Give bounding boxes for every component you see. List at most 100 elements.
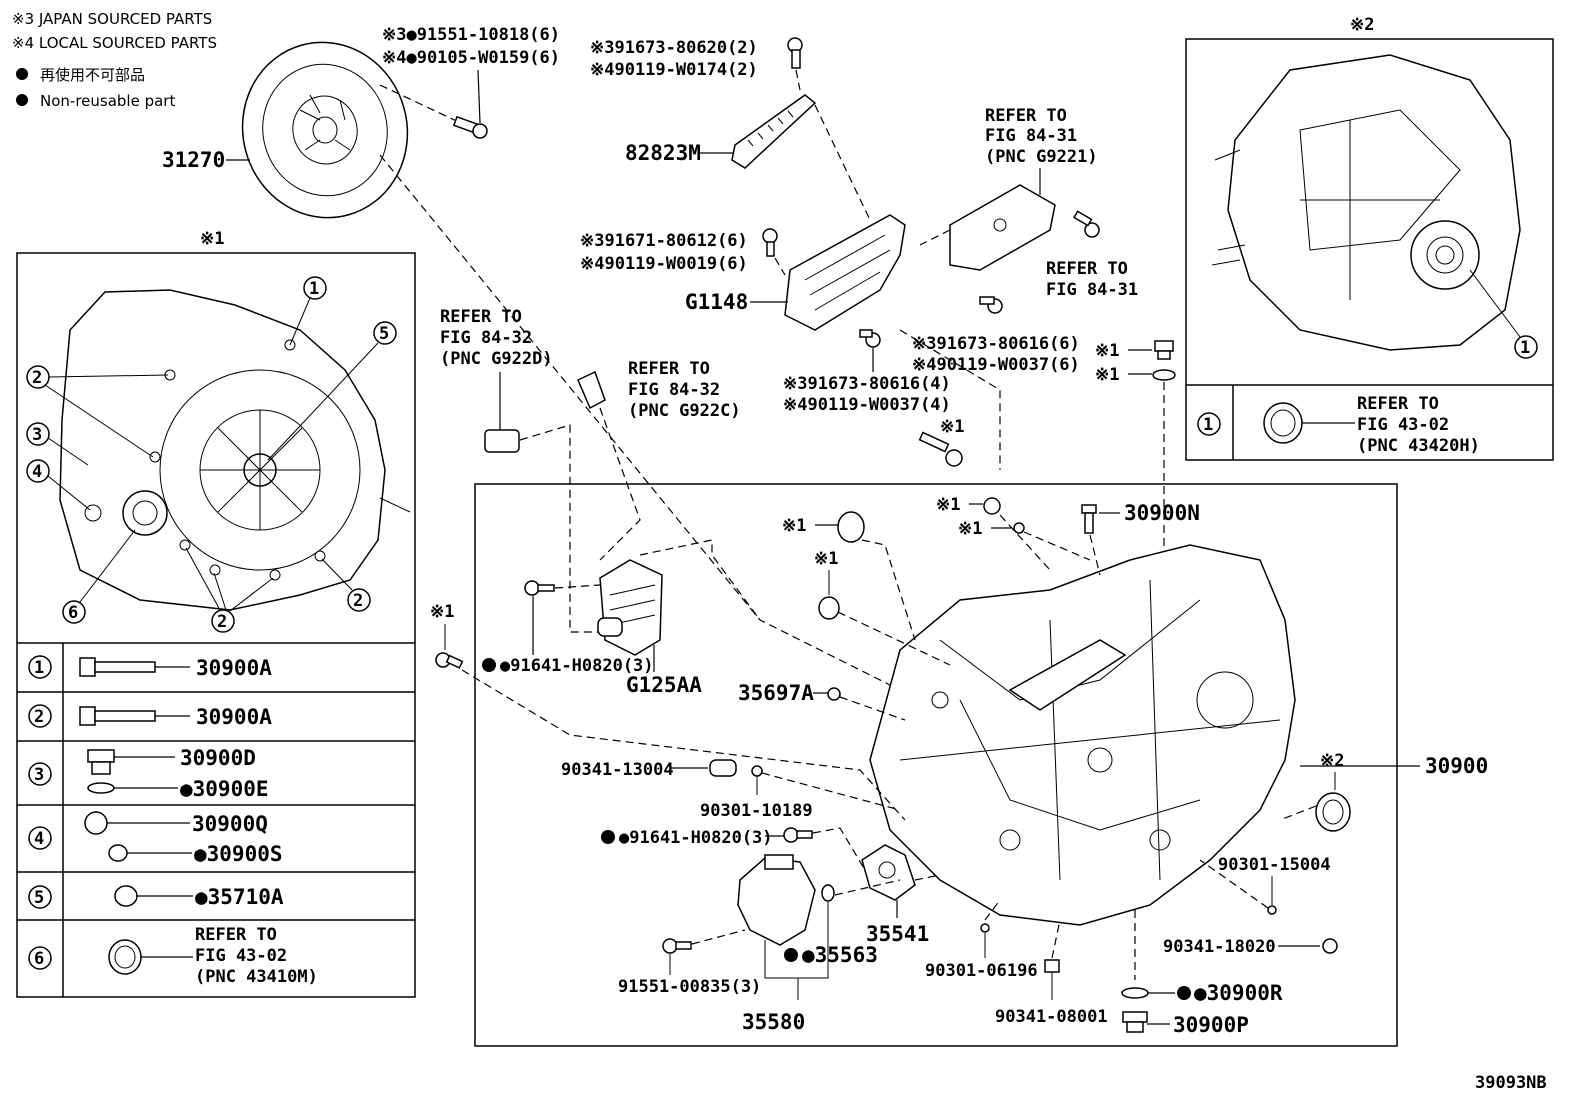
bullet-icon — [16, 94, 28, 106]
label-90341-13004: 90341-13004 — [561, 760, 674, 780]
svg-text:6: 6 — [68, 603, 78, 623]
label-82823m: 82823M — [625, 141, 701, 165]
legend: ※3 JAPAN SOURCED PARTS ※4 LOCAL SOURCED … — [12, 10, 217, 110]
label-35563: ●35563 — [802, 943, 878, 967]
o-ring-icon — [821, 884, 835, 902]
gasket-icon — [1121, 987, 1149, 999]
label-35710a: ●35710A — [195, 885, 284, 909]
svg-text:5: 5 — [379, 324, 389, 344]
oil-cooler-g125aa-drawing — [597, 559, 663, 656]
label-refer-g9221-2: FIG 84-31 — [985, 126, 1077, 146]
label-91641-h0820-a: ●91641-H0820(3) — [500, 656, 654, 676]
bolt-icon — [918, 431, 963, 467]
row-number: 4 — [34, 829, 44, 849]
transaxle-case-drawing — [1211, 54, 1521, 351]
bolt-icon — [524, 580, 555, 596]
valve-body-g1148-drawing — [784, 214, 906, 331]
label-refer-g922c-2: FIG 84-32 — [628, 380, 720, 400]
marker-1: ※1 — [430, 602, 454, 622]
plug-icon — [709, 759, 737, 777]
row-number: 5 — [34, 888, 44, 908]
marker-1: ※1 — [936, 495, 960, 515]
inset1-table: 1 30900A 2 30900A 3 30900D ●30900E 4 309… — [17, 642, 415, 997]
gasket-icon — [1013, 522, 1025, 534]
label-refer-43410m-1: REFER TO — [195, 925, 277, 945]
marker-1: ※1 — [782, 516, 806, 536]
label-bolt-90119-W0037-4: ※490119-W0037(4) — [783, 395, 951, 415]
svg-text:2: 2 — [32, 368, 42, 388]
label-refer-g922c-1: REFER TO — [628, 359, 710, 379]
row-number: 1 — [1203, 415, 1213, 435]
label-bolt-91551: ※3●91551-10818(6) — [382, 25, 560, 45]
inset1-marker: ※1 — [200, 229, 224, 249]
label-30900a: 30900A — [196, 705, 272, 729]
clutch-cover-drawing — [241, 41, 409, 219]
row-number: 6 — [34, 949, 44, 969]
label-refer-43420h-1: REFER TO — [1357, 394, 1439, 414]
label-g1148: G1148 — [685, 290, 748, 314]
label-30900q: 30900Q — [192, 812, 268, 836]
svg-text:1: 1 — [309, 279, 319, 299]
label-refer-8431-2: FIG 84-31 — [1046, 280, 1138, 300]
diagram-code: 39093NB — [1475, 1073, 1547, 1093]
label-30900n: 30900N — [1124, 501, 1200, 525]
label-bolt-91671: ※391671-80612(6) — [580, 231, 748, 251]
plug-icon — [87, 749, 115, 775]
inset2-box — [1185, 38, 1554, 461]
inset1-box — [16, 252, 416, 998]
label-90341-18020: 90341-18020 — [1163, 937, 1276, 957]
bolt-icon — [1081, 504, 1097, 534]
oil-seal-icon — [1263, 402, 1303, 444]
label-35580: 35580 — [742, 1010, 805, 1034]
svg-text:2: 2 — [217, 612, 227, 632]
plug-icon — [1322, 938, 1338, 954]
bolt-icon — [783, 827, 813, 843]
label-bolt-90119-W0174: ※490119-W0174(2) — [590, 60, 758, 80]
bullet-icon — [16, 68, 28, 80]
label-bolt-91673-80620: ※391673-80620(2) — [590, 38, 758, 58]
bolt-icon — [662, 938, 692, 954]
label-30900e: ●30900E — [180, 777, 269, 801]
legend-nonreuse-jp: 再使用不可部品 — [40, 66, 145, 84]
label-refer-43410m-2: FIG 43-02 — [195, 946, 287, 966]
marker-1: ※1 — [1095, 341, 1119, 361]
gasket-icon — [1152, 369, 1176, 381]
bolt-icon — [762, 228, 778, 257]
label-31270: 31270 — [162, 148, 225, 172]
bolt-icon — [787, 37, 803, 69]
label-35541: 35541 — [866, 922, 929, 946]
label-30900: 30900 — [1425, 754, 1488, 778]
row-number: 3 — [34, 765, 44, 785]
label-bolt-90105: ※4●90105-W0159(6) — [382, 48, 560, 68]
drain-plug-icon — [1154, 340, 1174, 360]
row-number: 1 — [34, 658, 44, 678]
label-90341-08001: 90341-08001 — [995, 1007, 1108, 1027]
label-refer-g922d-1: REFER TO — [440, 307, 522, 327]
label-90301-15004: 90301-15004 — [1218, 855, 1331, 875]
label-91551-00835: 91551-00835(3) — [618, 977, 761, 997]
transaxle-assembly-drawing — [869, 544, 1296, 926]
plug-icon — [983, 497, 1001, 515]
svg-text:4: 4 — [32, 462, 42, 482]
plug-icon — [1044, 959, 1060, 973]
label-bolt-91673-80616-4: ※391673-80616(4) — [783, 374, 951, 394]
label-bolt-90119-W0037-6: ※490119-W0037(6) — [912, 355, 1080, 375]
label-refer-43420h-2: FIG 43-02 — [1357, 415, 1449, 435]
label-refer-43410m-3: (PNC 43410M) — [195, 967, 318, 987]
label-g125aa: G125AA — [626, 673, 702, 697]
bolt-icon — [435, 652, 464, 669]
ecu-cover-drawing — [949, 184, 1056, 271]
label-30900d: 30900D — [180, 746, 256, 770]
bolt-icon — [452, 115, 488, 139]
legend-japan-sourced: ※3 JAPAN SOURCED PARTS — [12, 10, 212, 28]
seal-icon — [818, 596, 840, 620]
legend-nonreuse-en: Non-reusable part — [40, 92, 175, 110]
oil-seal-icon — [108, 939, 142, 975]
drain-plug-icon — [1122, 1011, 1148, 1033]
label-refer-8431-1: REFER TO — [1046, 259, 1128, 279]
label-30900r: ●30900R — [1194, 981, 1283, 1005]
svg-text:3: 3 — [32, 425, 42, 445]
main-assembly-box — [474, 483, 1398, 1047]
